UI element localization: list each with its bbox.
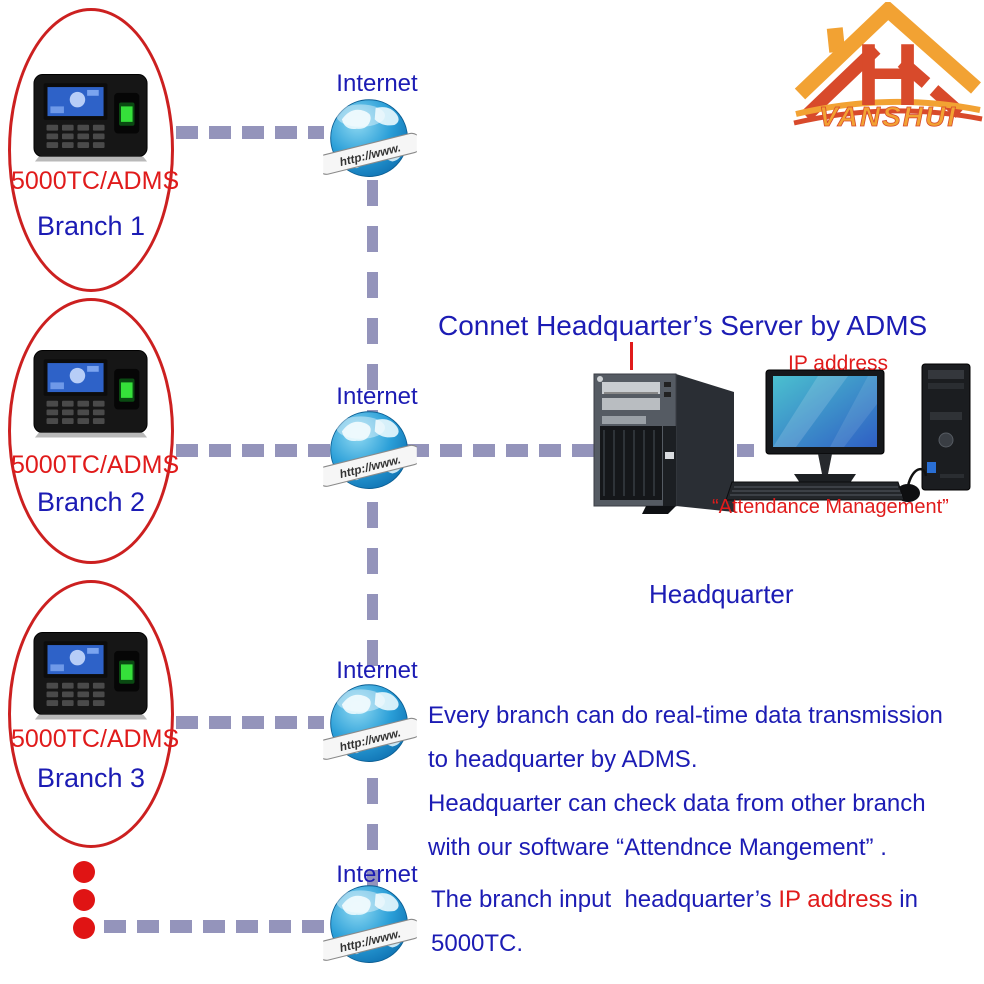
note-line-4: with our software “Attendnce Mangement” … [428, 834, 887, 861]
note-line-3: Headquarter can check data from other br… [428, 790, 926, 817]
attendance-management-label: “Attendance Management” [712, 496, 949, 518]
note-line-6: 5000TC. [431, 930, 524, 957]
branch3-line [176, 716, 324, 729]
note-line-5: The branch input headquarter’s IP addres… [431, 878, 918, 922]
logo-brand-text: VANSHUI [819, 101, 957, 130]
ellipsis-dot [73, 861, 95, 883]
branch-2-ellipse: 5000TC/ADMS Branch 2 [8, 298, 180, 564]
notes-block: Every branch can do real-time data trans… [428, 694, 943, 870]
note-line-5-pre: The branch input headquarter’s [431, 886, 779, 913]
internet-label-1: Internet [336, 70, 418, 97]
fingerprint-terminal-icon [33, 73, 149, 163]
branch-2-name-label: Branch 2 [36, 487, 146, 517]
logo-letter: H [856, 25, 920, 124]
internet-label-4: Internet [336, 861, 418, 888]
ellipsis-dot [73, 889, 95, 911]
server-tower-icon [593, 373, 734, 514]
connect-title: Connet Headquarter’s Server by ADMS [438, 310, 928, 341]
note-line-5-post: in [892, 886, 918, 913]
branch-3-name-label: Branch 3 [36, 763, 146, 793]
internet-globe-icon: http://www. [323, 882, 417, 970]
more-branches-line [104, 920, 332, 933]
ip-address-label: IP address [788, 352, 889, 375]
branch-1-model-label: 5000TC/ADMS [11, 167, 180, 195]
backbone-vertical-line [367, 180, 378, 906]
note-line-5-ip: IP address [778, 886, 893, 913]
internet-label-3: Internet [336, 657, 418, 684]
branch-3-model-label: 5000TC/ADMS [11, 725, 180, 753]
branch-3-ellipse: 5000TC/ADMS Branch 3 [8, 580, 180, 848]
internet-globe-icon: http://www. [323, 408, 417, 496]
fingerprint-terminal-icon [33, 631, 149, 721]
internet-label-2: Internet [336, 383, 418, 410]
note-line-1: Every branch can do real-time data trans… [428, 702, 943, 729]
note-line-2: to headquarter by ADMS. [428, 746, 698, 773]
branch-1-ellipse: 5000TC/ADMS Branch 1 [8, 8, 180, 292]
fingerprint-terminal-icon [33, 349, 149, 439]
internet-globe-icon: http://www. [323, 681, 417, 769]
ellipsis-dot [73, 917, 95, 939]
workstation-computer-icon [726, 363, 971, 502]
title-pointer-line [630, 342, 633, 370]
vanshui-logo: H VANSHUI [793, 2, 983, 130]
branch-2-model-label: 5000TC/ADMS [11, 451, 180, 479]
notes-block-2: The branch input headquarter’s IP addres… [431, 878, 918, 966]
branch-1-name-label: Branch 1 [36, 211, 146, 241]
headquarter-label: Headquarter [649, 579, 794, 609]
branch1-line [176, 126, 324, 139]
internet-globe-icon: http://www. [323, 96, 417, 184]
